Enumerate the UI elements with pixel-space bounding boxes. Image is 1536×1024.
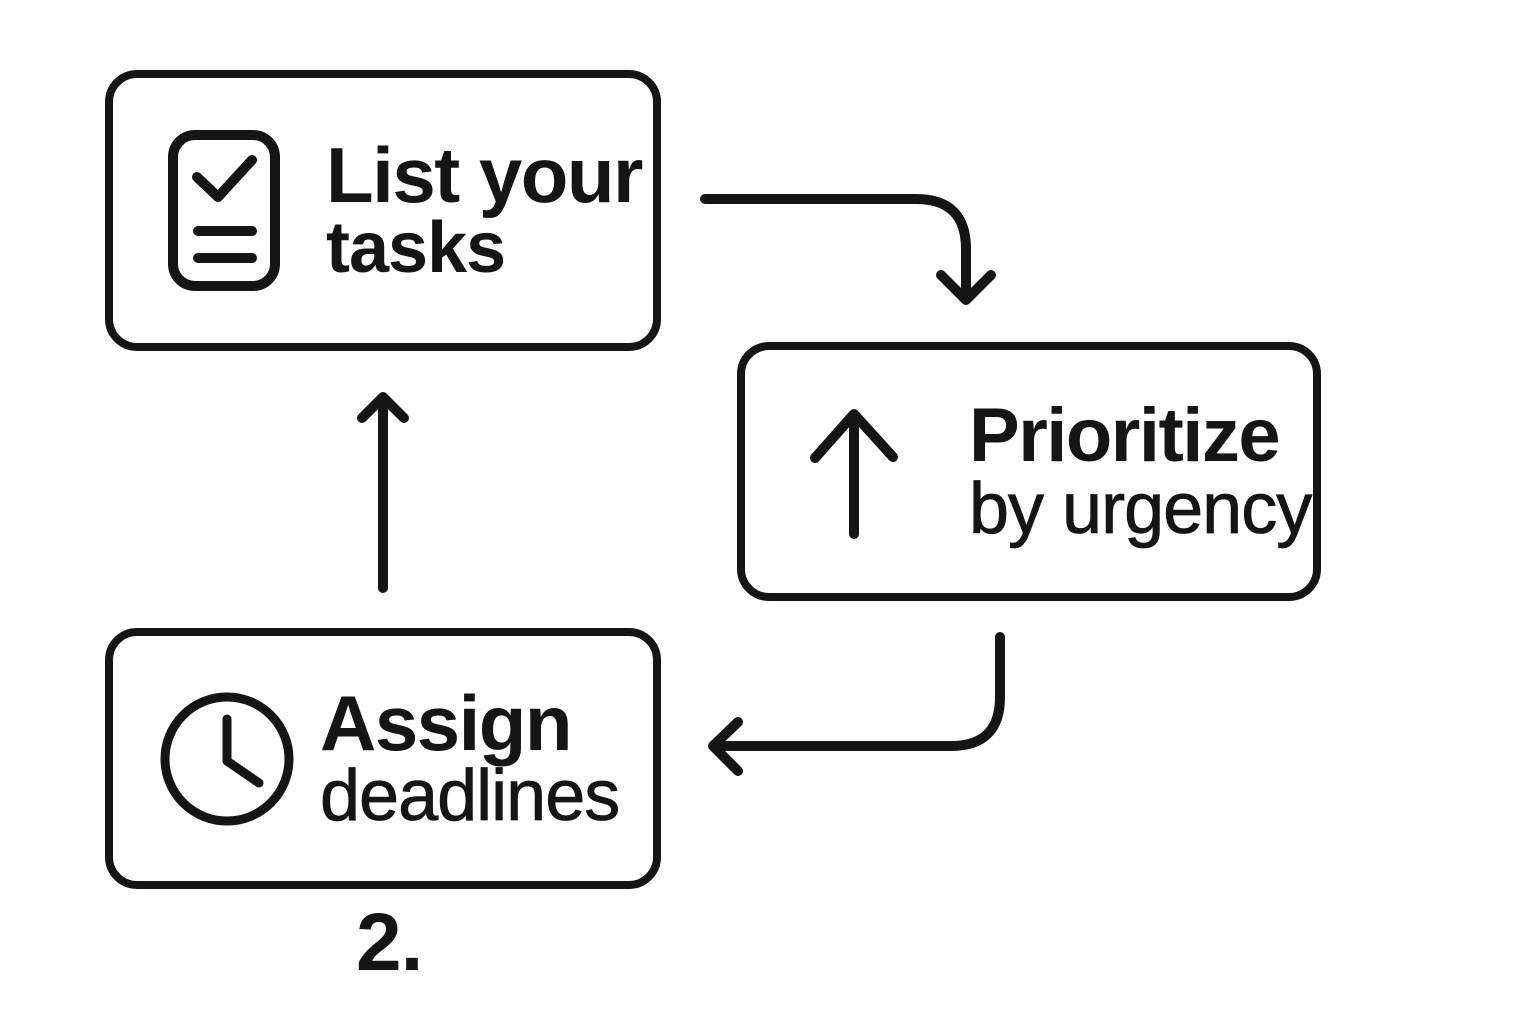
flow-node-list-tasks: List your tasks bbox=[105, 70, 661, 351]
node-label-line1: List your bbox=[326, 130, 643, 219]
flow-node-assign-deadlines: Assign deadlines bbox=[105, 628, 661, 889]
node-label: List your tasks bbox=[326, 130, 643, 288]
node-label-line1: Prioritize bbox=[969, 392, 1281, 478]
arrow-list-to-prioritize bbox=[700, 194, 996, 305]
arrow-up-icon bbox=[810, 408, 898, 539]
flow-node-prioritize: Prioritize by urgency bbox=[737, 342, 1321, 601]
clock-icon bbox=[160, 692, 294, 825]
arrow-assign-to-list bbox=[357, 392, 409, 593]
node-label-line1: Assign bbox=[320, 678, 573, 767]
node-label-line2: deadlines bbox=[320, 755, 621, 836]
arrow-prioritize-to-assign bbox=[708, 632, 1005, 776]
checklist-icon bbox=[168, 130, 280, 291]
node-label-line2: by urgency bbox=[969, 468, 1313, 549]
step-number-label: 2. bbox=[356, 897, 423, 988]
node-label: Prioritize by urgency bbox=[969, 392, 1313, 549]
node-label: Assign deadlines bbox=[320, 678, 621, 836]
node-label-line2: tasks bbox=[326, 207, 506, 288]
